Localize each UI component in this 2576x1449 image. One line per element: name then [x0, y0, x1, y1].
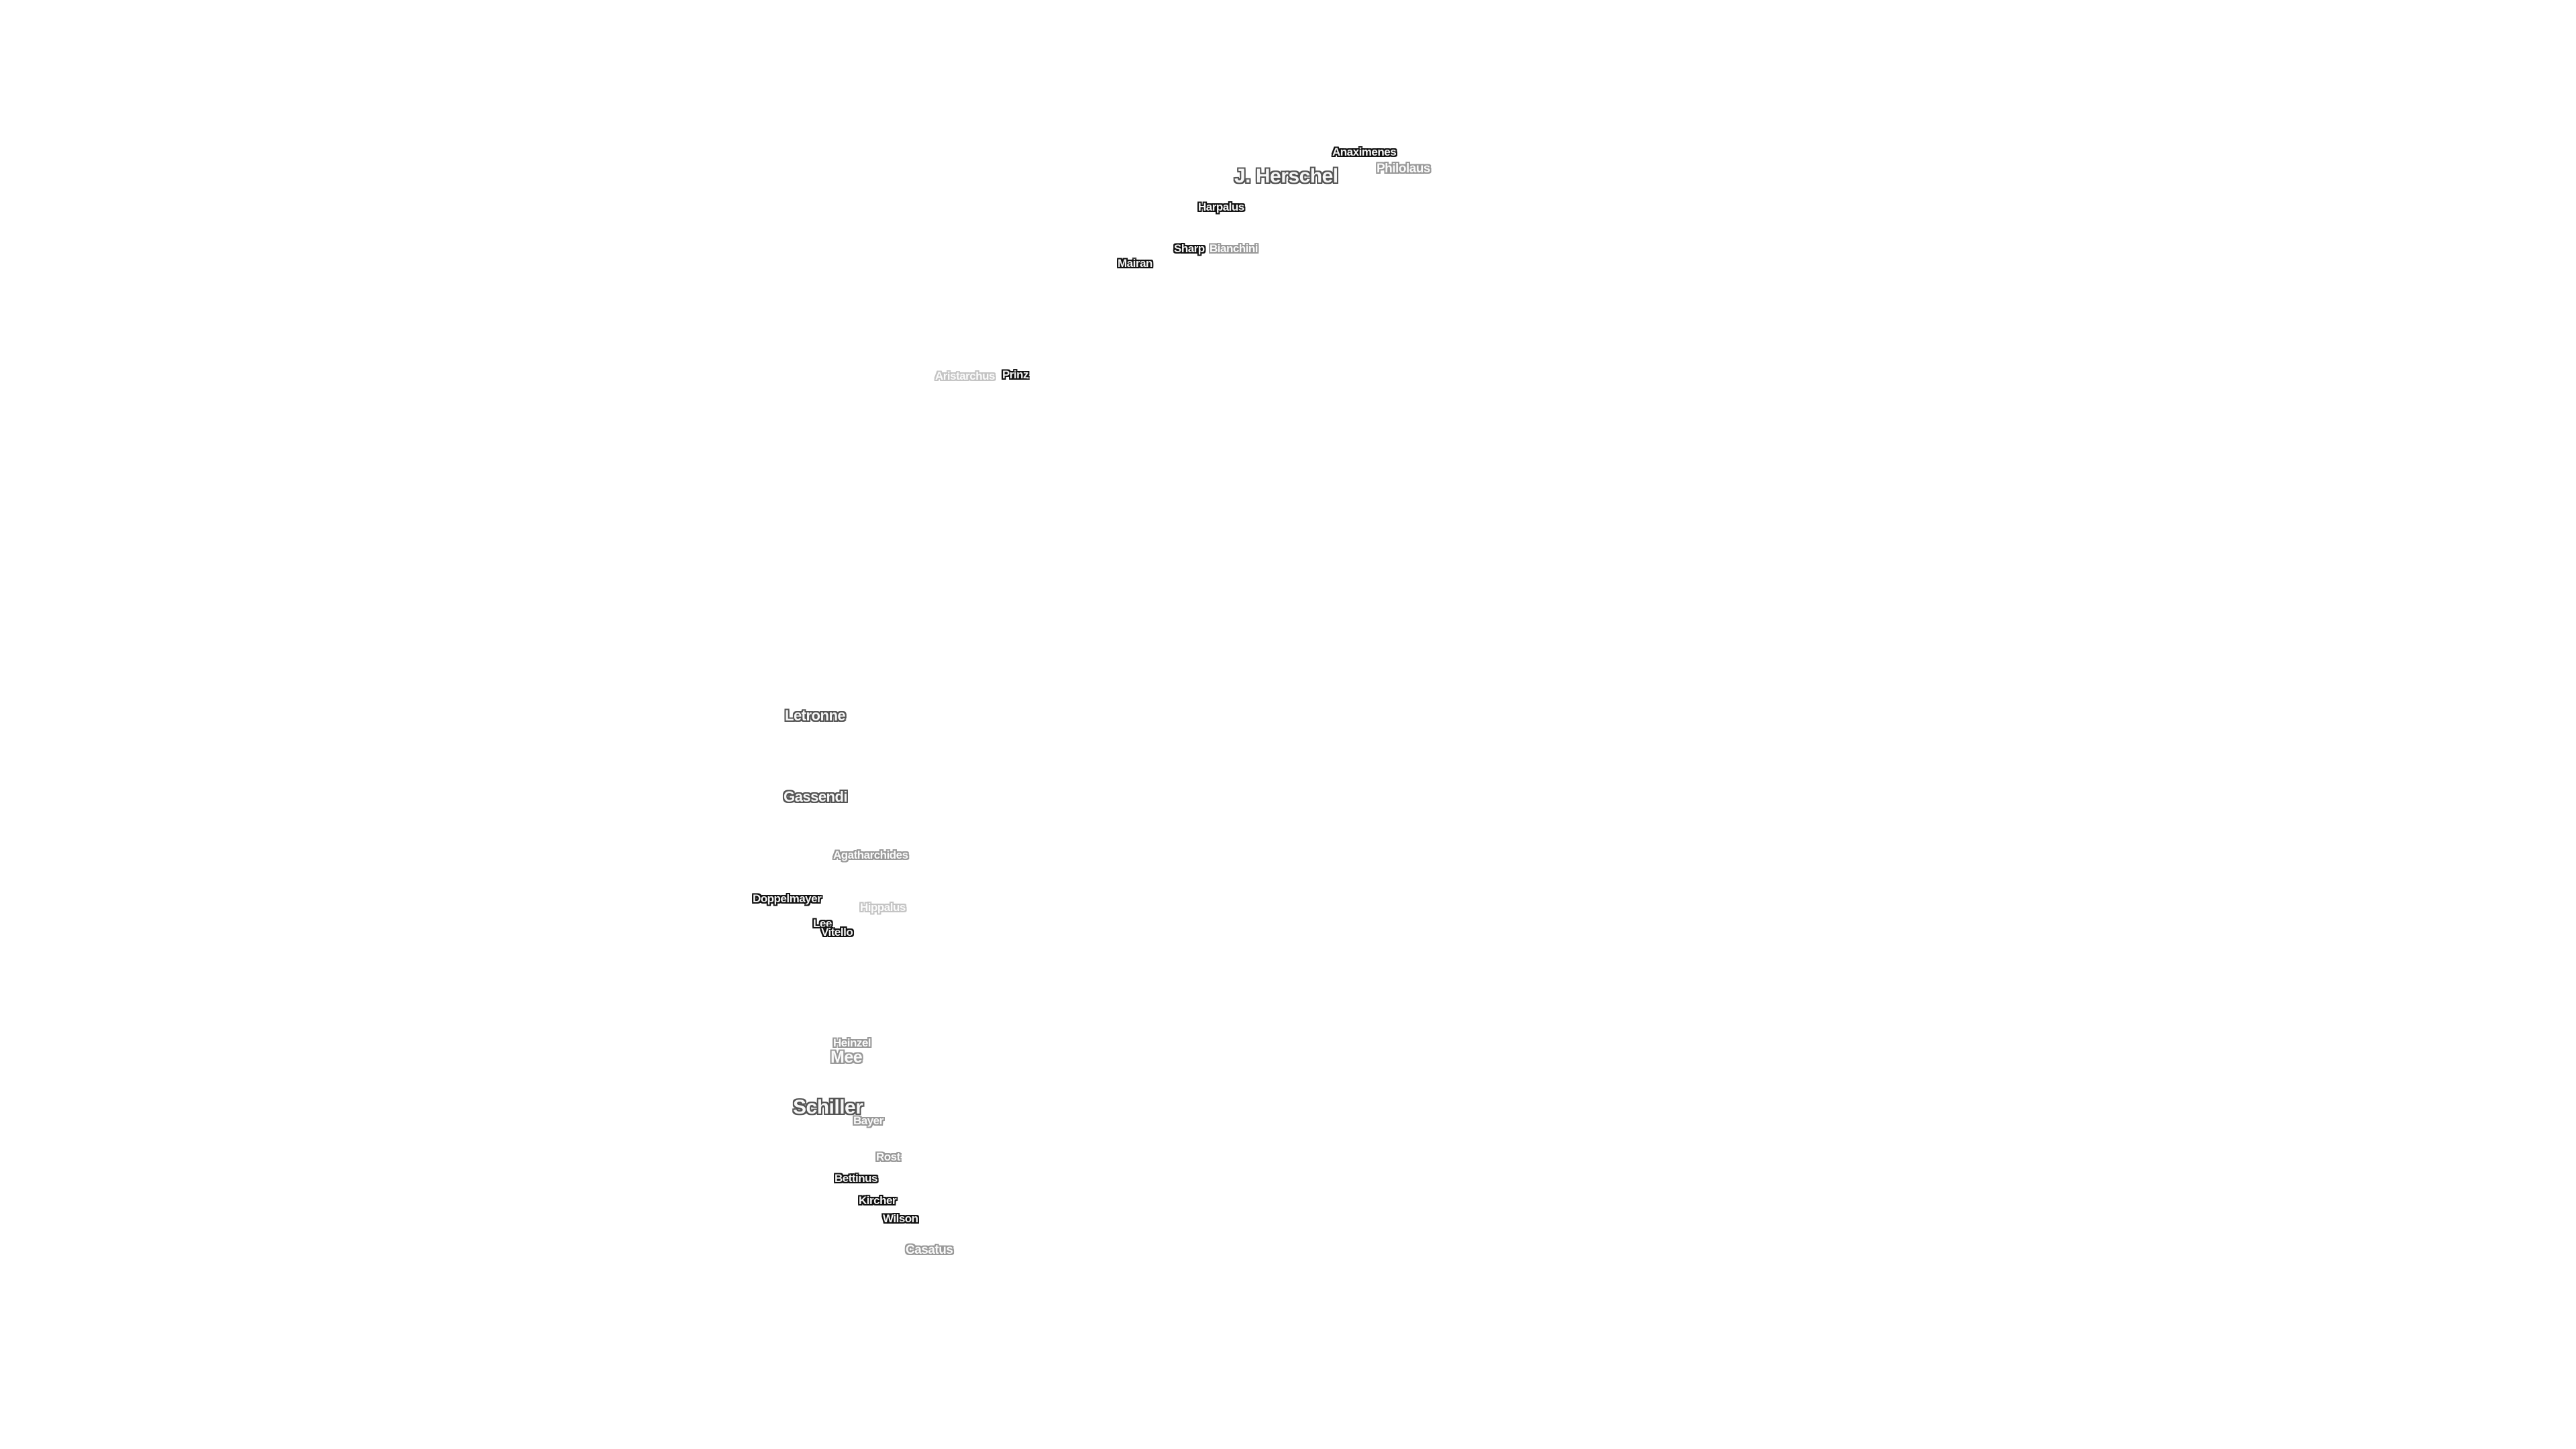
crater-label-kircher[interactable]: Kircher	[859, 1194, 897, 1207]
crater-label-j-herschel[interactable]: J. Herschel	[1234, 165, 1338, 187]
crater-label-aristarchus[interactable]: Aristarchus	[935, 370, 995, 382]
crater-label-prinz[interactable]: Prinz	[1002, 368, 1029, 381]
crater-label-bettinus[interactable]: Bettinus	[835, 1172, 878, 1185]
crater-label-lee[interactable]: Lee	[813, 917, 832, 930]
crater-label-letronne[interactable]: Letronne	[785, 707, 846, 724]
crater-label-philolaus[interactable]: Philolaus	[1377, 162, 1430, 176]
crater-label-anaximenes[interactable]: Anaximenes	[1332, 146, 1397, 158]
crater-label-wilson[interactable]: Wilson	[883, 1212, 918, 1225]
crater-label-doppelmayer[interactable]: Doppelmayer	[753, 892, 822, 905]
crater-label-hippalus[interactable]: Hippalus	[860, 901, 906, 914]
crater-label-mairan[interactable]: Mairan	[1118, 257, 1152, 270]
crater-label-gassendi[interactable]: Gassendi	[784, 788, 848, 805]
crater-label-agatharchides[interactable]: Agatharchides	[833, 849, 908, 861]
crater-label-bayer[interactable]: Bayer	[853, 1114, 883, 1127]
crater-label-bianchini[interactable]: Bianchini	[1210, 242, 1258, 255]
crater-label-casatus[interactable]: Casatus	[906, 1243, 953, 1257]
crater-label-mee[interactable]: Mee	[830, 1048, 863, 1067]
crater-label-vitello[interactable]: Vitello	[821, 926, 853, 938]
crater-label-schiller[interactable]: Schiller	[793, 1096, 863, 1118]
crater-label-harpalus[interactable]: Harpalus	[1198, 201, 1244, 213]
crater-label-heinzel[interactable]: Heinzel	[833, 1036, 871, 1049]
crater-label-rost[interactable]: Rost	[876, 1150, 900, 1163]
crater-label-sharp[interactable]: Sharp	[1174, 242, 1205, 255]
